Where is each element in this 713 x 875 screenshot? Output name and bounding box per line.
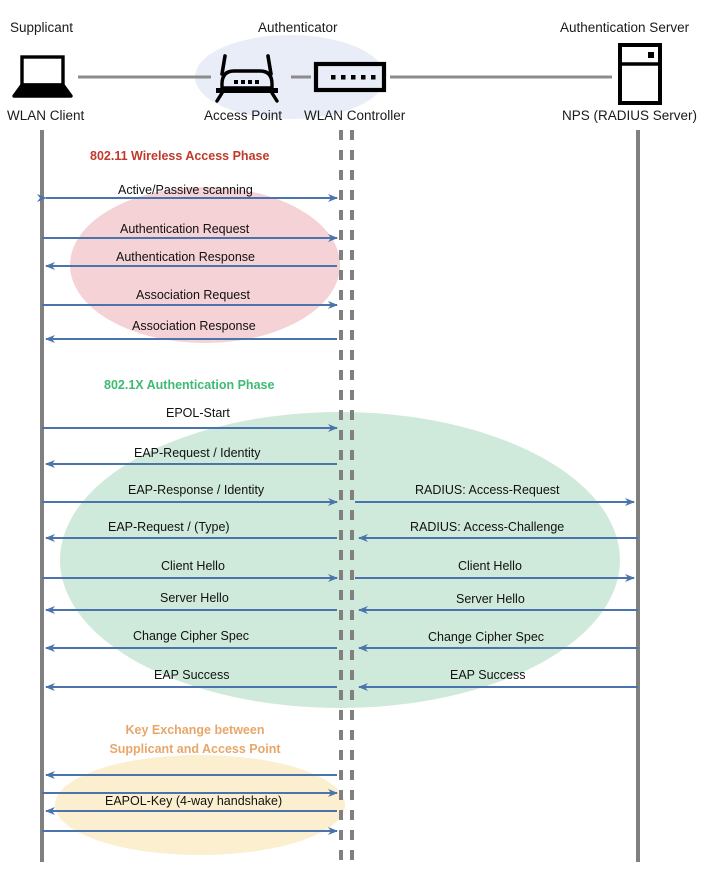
msg-label-eap-request-identity: EAP-Request / Identity	[134, 446, 261, 460]
actor-device-nps-radius-server: NPS (RADIUS Server)	[562, 108, 698, 123]
msg-label-client-hello-right: Client Hello	[458, 559, 522, 573]
actor-role-authenticator: Authenticator	[258, 20, 338, 35]
phase-label-wireless-access: 802.11 Wireless Access Phase	[90, 149, 270, 163]
wlan-controller-icon	[313, 61, 387, 93]
server-tower-icon	[618, 43, 662, 105]
msg-label-authentication-request: Authentication Request	[120, 222, 250, 236]
actor-device-access-point: Access Point	[204, 108, 283, 123]
msg-label-authentication-response: Authentication Response	[116, 250, 255, 264]
msg-label-eap-success-left: EAP Success	[154, 668, 230, 682]
phase-label-dot1x-auth: 802.1X Authentication Phase	[104, 378, 275, 392]
msg-label-eap-request-type: EAP-Request / (Type)	[108, 520, 230, 534]
ellipse-authenticator-group	[195, 35, 385, 119]
msg-label-epol-start: EPOL-Start	[166, 406, 230, 420]
msg-label-radius-access-challenge: RADIUS: Access-Challenge	[410, 520, 565, 534]
msg-label-association-response: Association Response	[132, 319, 256, 333]
msg-label-eap-success-right: EAP Success	[450, 668, 526, 682]
msg-label-association-request: Association Request	[136, 288, 250, 302]
msg-label-server-hello-left: Server Hello	[160, 591, 229, 605]
phase-label-key-exchange-line1: Key Exchange between	[125, 723, 265, 737]
msg-label-change-cipher-spec-left: Change Cipher Spec	[133, 629, 250, 643]
actor-role-supplicant: Supplicant	[10, 20, 74, 35]
actor-device-wlan-client: WLAN Client	[7, 108, 85, 123]
arrows-right-segment	[355, 498, 638, 691]
actor-device-wlan-controller: WLAN Controller	[304, 108, 406, 123]
actor-role-authentication-server: Authentication Server	[560, 20, 690, 35]
msg-label-eap-response-identity: EAP-Response / Identity	[128, 483, 265, 497]
msg-label-eapol-key-handshake: EAPOL-Key (4-way handshake)	[105, 794, 283, 808]
msg-label-active-passive-scanning: Active/Passive scanning	[118, 183, 253, 197]
arrows-left-segment	[37, 194, 338, 835]
msg-label-change-cipher-spec-right: Change Cipher Spec	[428, 630, 545, 644]
phase-label-key-exchange-line2: Supplicant and Access Point	[109, 742, 281, 756]
wireless-router-icon	[215, 54, 279, 103]
msg-label-radius-access-request: RADIUS: Access-Request	[415, 483, 560, 497]
lifelines	[40, 130, 640, 862]
msg-label-client-hello-left: Client Hello	[161, 559, 225, 573]
msg-label-server-hello-right: Server Hello	[456, 592, 525, 606]
laptop-icon	[12, 55, 73, 98]
